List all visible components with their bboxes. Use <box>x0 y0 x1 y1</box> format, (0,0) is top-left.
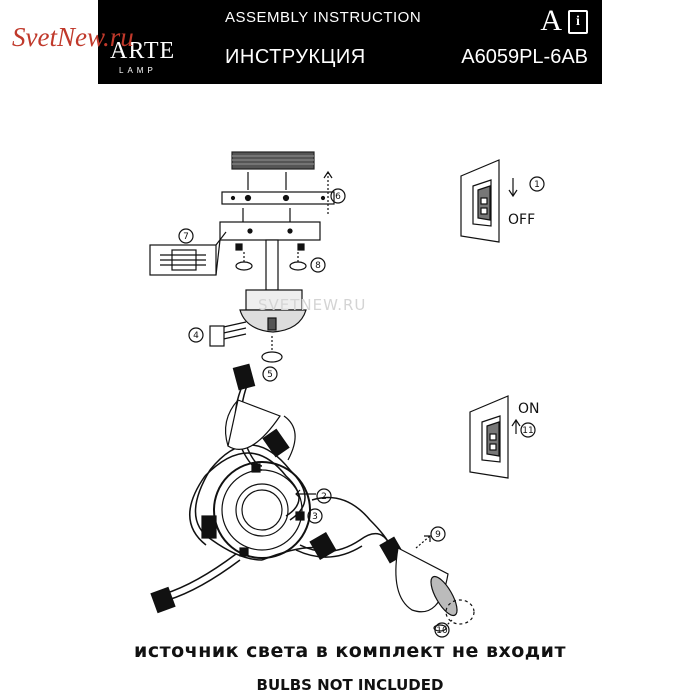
suspension-tube <box>265 239 279 291</box>
info-icon: i <box>568 10 588 34</box>
bulb-outline <box>445 599 475 625</box>
site-watermark-text: SVETNEW.RU <box>258 296 366 314</box>
step-number-2: 2 <box>321 492 327 502</box>
brand-logo-text: ARTE <box>110 38 176 64</box>
step-number-10: 10 <box>436 626 448 636</box>
step-number-11: 11 <box>522 426 533 436</box>
step-number-5: 5 <box>267 370 273 380</box>
title-english: ASSEMBLY INSTRUCTION <box>225 9 422 26</box>
switch-off <box>460 159 518 243</box>
step-number-1: 1 <box>534 180 540 190</box>
lamp-shades <box>225 399 458 617</box>
brand-logo-subtext: LAMP <box>119 66 157 75</box>
switch-on <box>469 395 521 479</box>
step-number-9: 9 <box>435 530 441 540</box>
bulbs-note-english: BULBS NOT INCLUDED <box>256 676 444 694</box>
step-number-8: 8 <box>315 261 321 271</box>
switch-on-label: ON <box>518 401 540 417</box>
lamp-holders <box>150 363 405 614</box>
bulbs-note-russian: источник света в комплект не входит <box>134 640 566 662</box>
brand-mark-icon: A <box>540 4 562 37</box>
step-markers <box>178 176 545 638</box>
title-russian: ИНСТРУКЦИЯ <box>225 46 366 68</box>
model-number: A6059PL-6AB <box>461 46 588 68</box>
ceiling-screws <box>242 172 291 222</box>
step-number-6: 6 <box>335 192 341 202</box>
step-number-7: 7 <box>183 232 189 242</box>
ceiling-block <box>231 151 315 170</box>
step-number-4: 4 <box>193 331 199 341</box>
canopy <box>219 221 321 241</box>
mounting-bracket <box>221 191 335 205</box>
switch-off-label: OFF <box>508 212 535 228</box>
header-bar: ARTE LAMP ASSEMBLY INSTRUCTION ИНСТРУКЦИ… <box>98 0 602 84</box>
site-watermark-logo: SvetNew.ru <box>12 22 134 52</box>
step-number-3: 3 <box>312 512 318 522</box>
central-ring <box>213 461 311 559</box>
